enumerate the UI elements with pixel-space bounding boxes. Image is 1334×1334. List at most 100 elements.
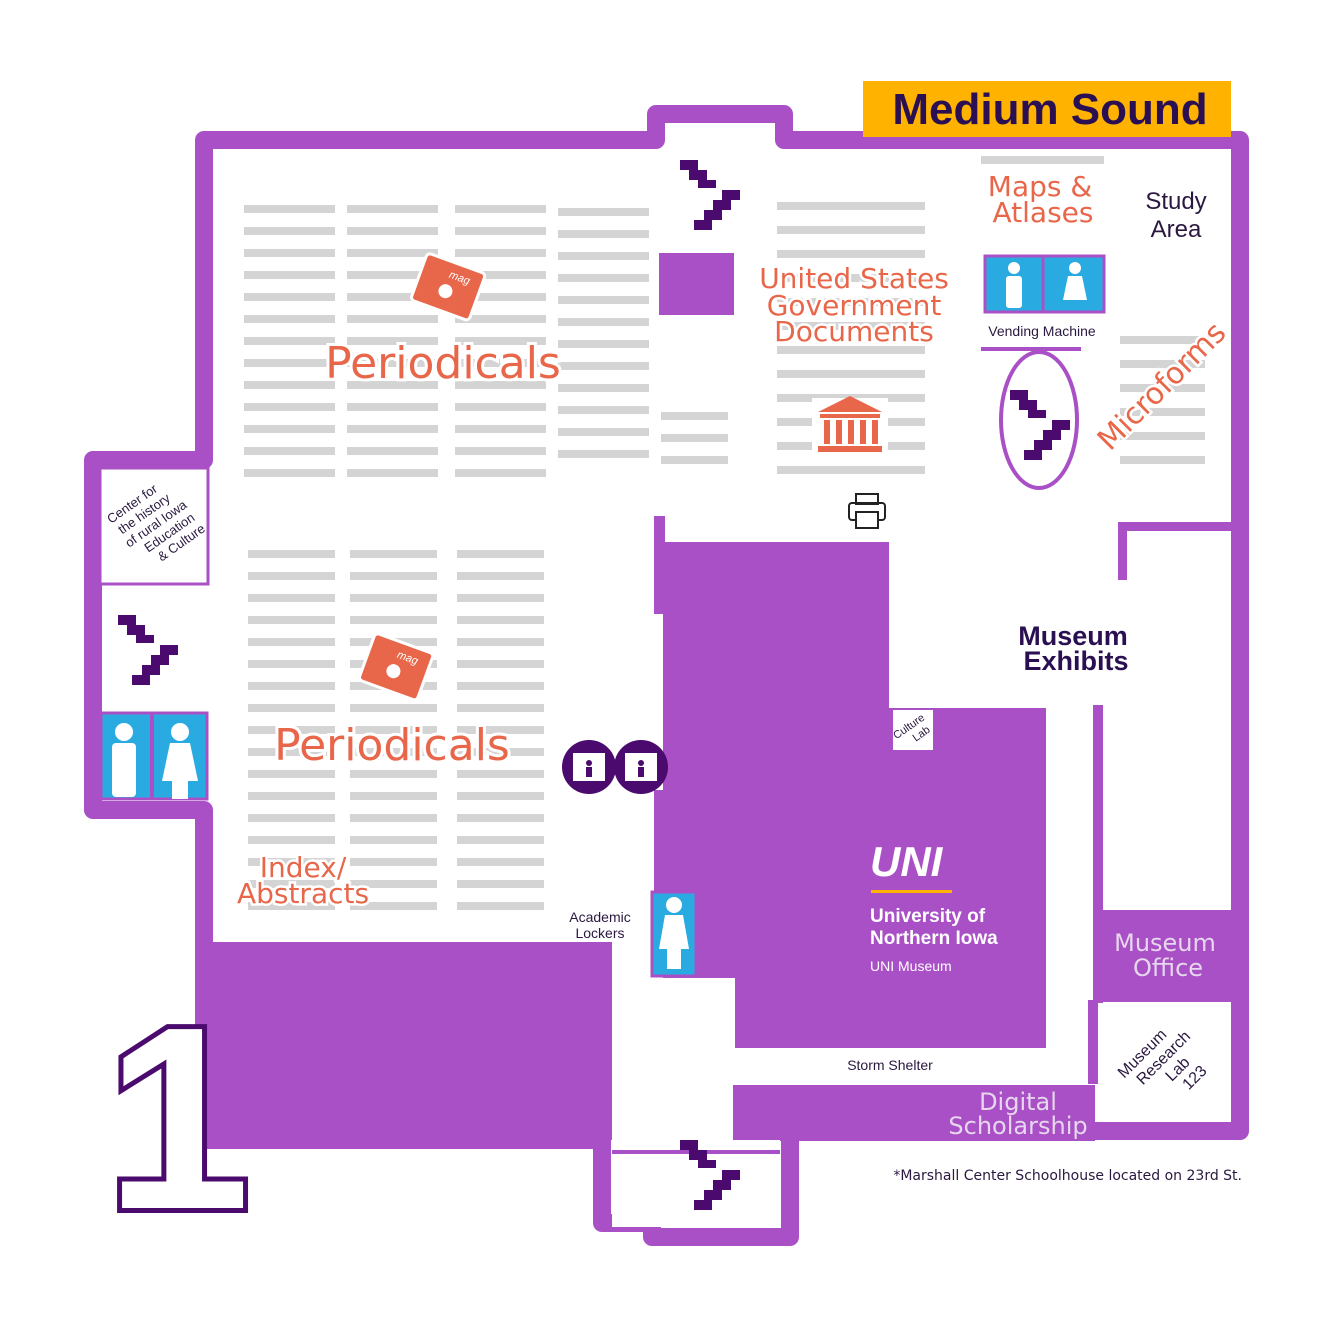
shelf: [455, 271, 546, 279]
shelf: [457, 704, 544, 712]
shelf: [350, 726, 437, 734]
shelf: [455, 205, 546, 213]
shelf: [457, 770, 544, 778]
shelf: [350, 858, 437, 866]
museum-exhibits-label-2: Exhibits: [1023, 646, 1128, 676]
shelf: [248, 550, 335, 558]
shelf: [457, 682, 544, 690]
shelf: [558, 384, 649, 392]
shelf: [248, 660, 335, 668]
shelf: [558, 362, 649, 370]
stairs-icon: [118, 160, 1070, 1210]
shelf: [347, 425, 438, 433]
shelf: [244, 381, 335, 389]
floor-number: 1: [106, 974, 251, 1264]
shelf: [244, 359, 335, 367]
shelf: [455, 425, 546, 433]
shelf: [248, 572, 335, 580]
uni-logo: UNI University of Northern Iowa UNI Muse…: [870, 838, 998, 974]
shelf: [457, 660, 544, 668]
shelf: [777, 202, 925, 210]
shelf: [777, 274, 925, 282]
shelf: [558, 274, 649, 282]
shelf: [350, 770, 437, 778]
shelf: [455, 447, 546, 455]
shelf: [457, 880, 544, 888]
shelf: [244, 337, 335, 345]
museum-office-label-2: Office: [1133, 954, 1203, 982]
svg-text:Northern Iowa: Northern Iowa: [870, 928, 998, 949]
study-area-label: Study: [1145, 188, 1206, 215]
lockers-label-2: Lockers: [575, 925, 624, 941]
shelf: [455, 293, 546, 301]
shelf: [248, 814, 335, 822]
shelf: [457, 836, 544, 844]
restroom-icon: [99, 254, 1106, 978]
shelf: [457, 814, 544, 822]
culture-lab-room: [893, 710, 933, 750]
gov-docs-label-1: United States: [759, 262, 949, 295]
shelf: [248, 682, 335, 690]
shelf: [244, 205, 335, 213]
vending-machine-label: Vending Machine: [988, 323, 1096, 339]
museum-exhibits-label-1: Museum: [1018, 621, 1128, 651]
shelf: [244, 425, 335, 433]
research-lab-room: [1098, 1003, 1225, 1121]
elevator-icon: [562, 740, 668, 794]
shelf: [558, 296, 649, 304]
shelf: [347, 271, 438, 279]
shelf: [248, 704, 335, 712]
shelf: [558, 340, 649, 348]
shelf: [558, 428, 649, 436]
shelf: [777, 250, 925, 258]
shelf: [350, 594, 437, 602]
shelf: [558, 230, 649, 238]
shelf: [1120, 432, 1205, 440]
shelf: [457, 902, 544, 910]
shelf: [244, 271, 335, 279]
shelf: [244, 227, 335, 235]
shelf: [347, 315, 438, 323]
shelf: [455, 337, 546, 345]
shelf: [350, 616, 437, 624]
periodicals-upper-label: Periodicals: [325, 338, 561, 389]
government-building-icon: [812, 396, 888, 456]
storm-shelter-label: Storm Shelter: [847, 1057, 933, 1073]
shelf: [1120, 456, 1205, 464]
digital-scholarship-label-1: Digital: [979, 1088, 1057, 1116]
shelf: [248, 616, 335, 624]
sound-level-title: Medium Sound: [892, 85, 1207, 134]
shelf: [457, 550, 544, 558]
shelf: [350, 814, 437, 822]
museum-office-label-1: Museum: [1114, 929, 1216, 957]
gov-docs-label-2: Government: [767, 289, 942, 322]
shelf: [350, 704, 437, 712]
shelf: [777, 226, 925, 234]
shelf: [350, 836, 437, 844]
shelf: [244, 249, 335, 257]
printer-icon: [848, 493, 886, 529]
shelf: [558, 208, 649, 216]
shelf: [248, 836, 335, 844]
shelf: [248, 726, 335, 734]
shelf: [455, 359, 546, 367]
shelf: [455, 469, 546, 477]
maps-label: Maps &: [988, 170, 1092, 203]
shelf: [248, 594, 335, 602]
shelf: [248, 638, 335, 646]
shelf: [244, 293, 335, 301]
shelf: [457, 594, 544, 602]
shelf: [347, 381, 438, 389]
shelf: [248, 880, 335, 888]
abstracts-label: Abstracts: [237, 877, 369, 910]
shelf: [455, 249, 546, 257]
shelf: [350, 792, 437, 800]
stairwell-outline: [999, 350, 1079, 490]
shelf: [455, 227, 546, 235]
shelf: [347, 205, 438, 213]
shelf: [981, 156, 1104, 164]
shelf: [457, 792, 544, 800]
shelf: [350, 748, 437, 756]
shelf: [777, 298, 925, 306]
